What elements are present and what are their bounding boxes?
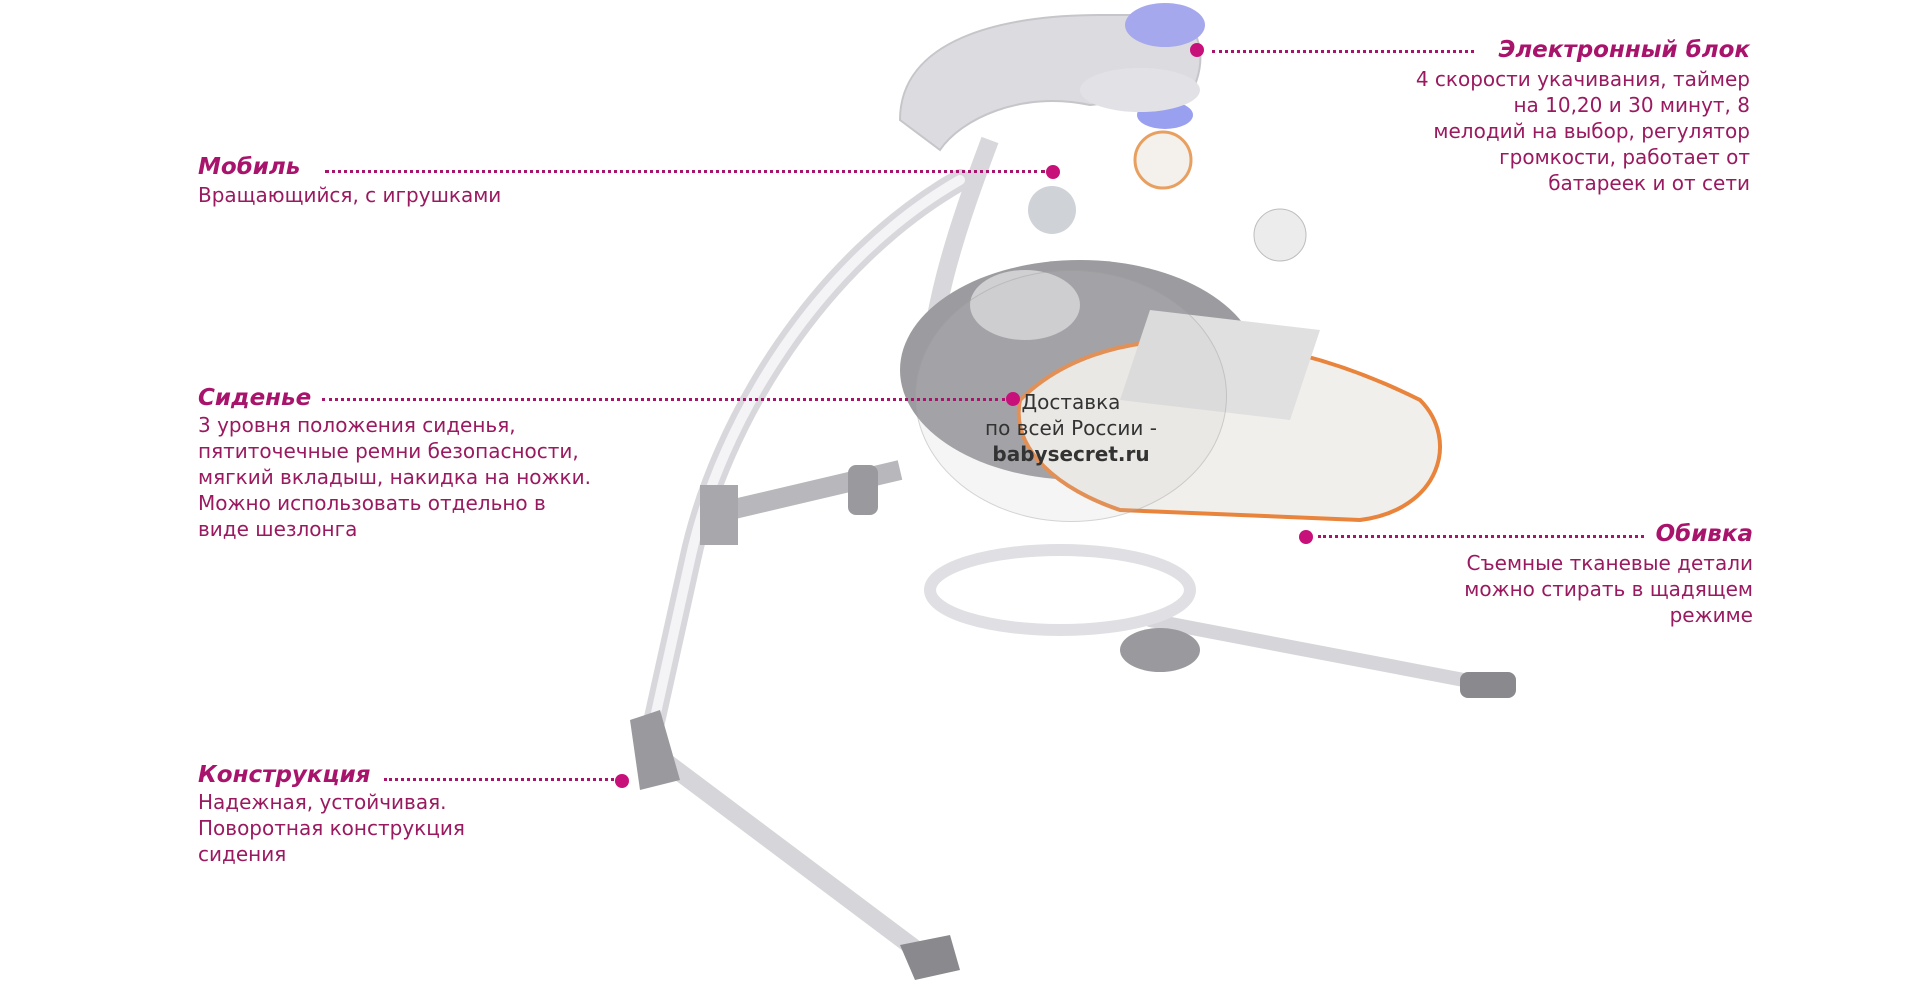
desc-line: Надежная, устойчивая.	[198, 790, 447, 814]
leader-line-electronic	[1212, 50, 1474, 53]
desc-line: мелодий на выбор, регулятор	[1433, 119, 1750, 143]
desc-line: 3 уровня положения сиденья,	[198, 413, 516, 437]
callout-marker-upholstery	[1299, 530, 1313, 544]
watermark-line1: Доставка	[1021, 390, 1121, 414]
callout-title-electronic: Электронный блок	[1498, 37, 1750, 63]
callout-desc-mobile: Вращающийся, с игрушками	[198, 182, 501, 208]
leader-line-mobile	[325, 170, 1045, 173]
leader-line-upholstery	[1318, 535, 1644, 538]
callout-desc-frame: Надежная, устойчивая. Поворотная констру…	[198, 789, 465, 867]
desc-line: батареек и от сети	[1548, 171, 1750, 195]
desc-line: громкости, работает от	[1499, 145, 1750, 169]
desc-line: Съемные тканевые детали	[1466, 551, 1753, 575]
desc-line: режиме	[1669, 603, 1753, 627]
callout-title-mobile: Мобиль	[198, 154, 301, 180]
watermark-line2: по всей России -	[985, 416, 1157, 440]
desc-line: виде шезлонга	[198, 517, 358, 541]
callout-marker-frame	[615, 774, 629, 788]
desc-line: Можно использовать отдельно в	[198, 491, 546, 515]
callout-title-seat: Сиденье	[198, 385, 312, 411]
callout-title-upholstery: Обивка	[1655, 521, 1753, 547]
desc-line: пятиточечные ремни безопасности,	[198, 439, 579, 463]
leader-line-frame	[384, 778, 614, 781]
callout-desc-upholstery: Съемные тканевые детали можно стирать в …	[1464, 550, 1753, 628]
desc-line: мягкий вкладыш, накидка на ножки.	[198, 465, 591, 489]
watermark: Доставка по всей России - babysecret.ru	[915, 270, 1227, 522]
callout-marker-seat	[1006, 392, 1020, 406]
callout-desc-electronic: 4 скорости укачивания, таймер на 10,20 и…	[1416, 66, 1750, 196]
watermark-site: babysecret.ru	[992, 442, 1150, 466]
desc-line: можно стирать в щадящем	[1464, 577, 1753, 601]
leader-line-seat	[322, 398, 1005, 401]
callout-title-frame: Конструкция	[198, 762, 371, 788]
desc-line: Вращающийся, с игрушками	[198, 183, 502, 207]
desc-line: Поворотная конструкция	[198, 816, 465, 840]
desc-line: на 10,20 и 30 минут, 8	[1513, 93, 1750, 117]
callout-desc-seat: 3 уровня положения сиденья, пятиточечные…	[198, 412, 591, 542]
desc-line: 4 скорости укачивания, таймер	[1415, 67, 1750, 91]
desc-line: сидения	[198, 842, 287, 866]
callout-marker-electronic	[1190, 43, 1204, 57]
callout-marker-mobile	[1046, 165, 1060, 179]
